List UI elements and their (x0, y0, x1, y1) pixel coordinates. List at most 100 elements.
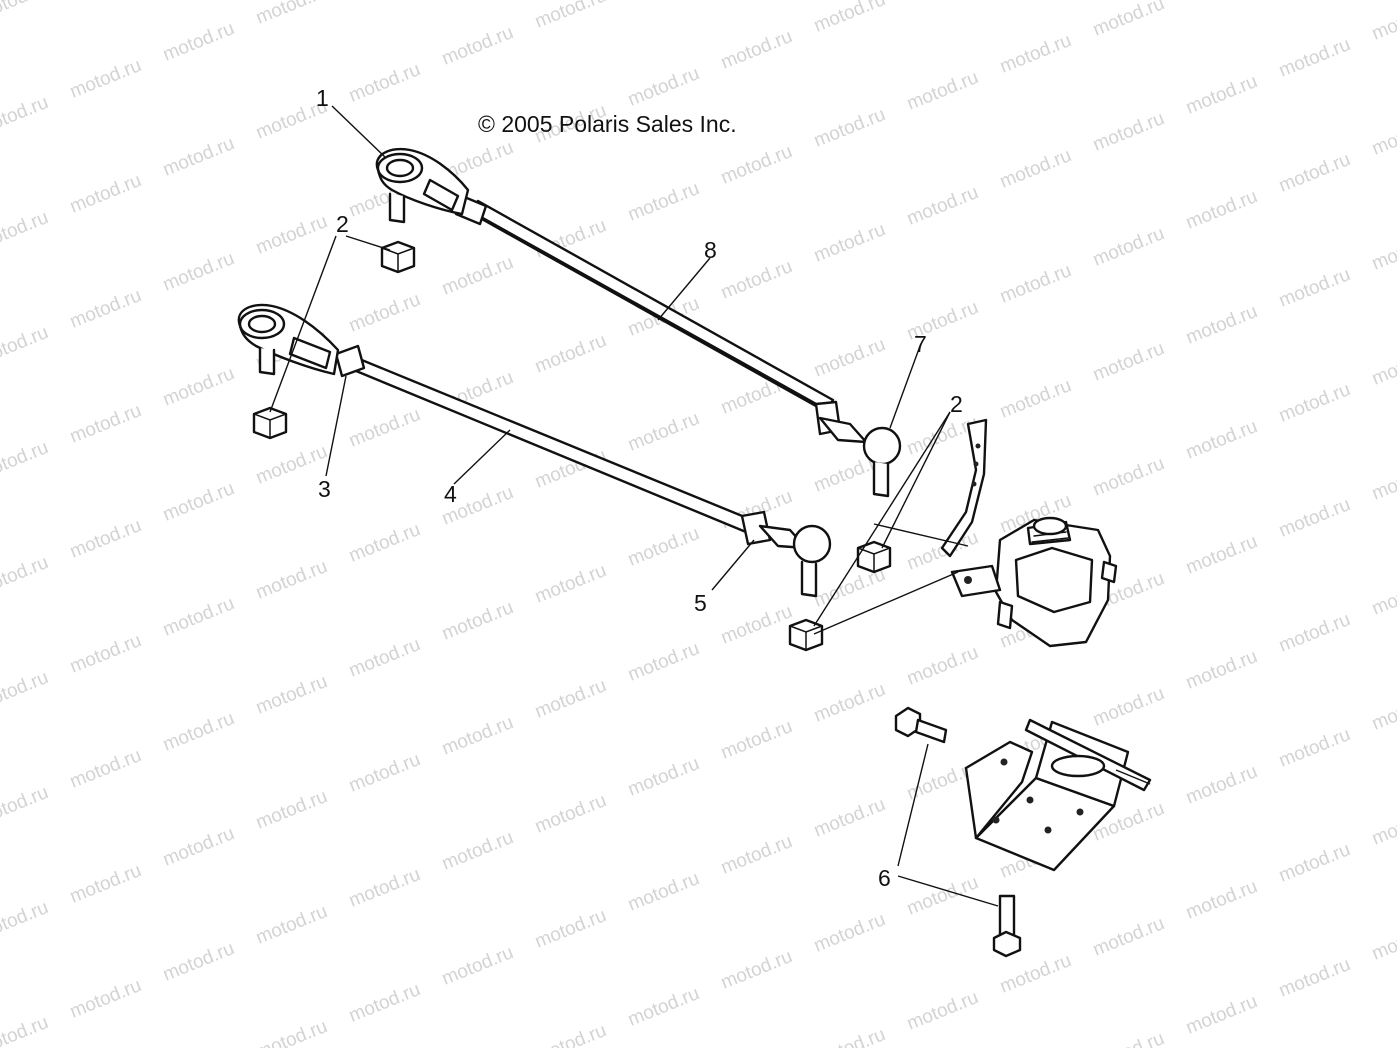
watermark-text: motod.ru (718, 946, 795, 994)
watermark-text: motod.ru (1183, 0, 1260, 4)
steering-box (940, 418, 1118, 648)
watermark-text: motod.ru (1183, 301, 1260, 349)
watermark-text: motod.ru (0, 437, 51, 485)
callout-8: 8 (704, 237, 717, 263)
watermark-text: motod.ru (346, 59, 423, 107)
callout-5: 5 (694, 590, 707, 616)
callout-3: 3 (318, 476, 331, 502)
watermark-text: motod.ru (439, 942, 516, 990)
watermark-text: motod.ru (1369, 572, 1397, 620)
watermark-text: motod.ru (532, 0, 609, 33)
watermark-text: motod.ru (0, 92, 51, 140)
watermark-text: motod.ru (67, 745, 144, 793)
watermark-text: motod.ru (904, 642, 981, 690)
watermark-text: motod.ru (625, 63, 702, 111)
nut-lower-left (252, 406, 288, 440)
watermark-text: motod.ru (346, 404, 423, 452)
watermark-text: motod.ru (904, 872, 981, 920)
watermark-text: motod.ru (1090, 453, 1167, 501)
watermark-text: motod.ru (67, 55, 144, 103)
watermark-text: motod.ru (253, 0, 330, 29)
watermark-text: motod.ru (253, 786, 330, 834)
watermark-text: motod.ru (67, 630, 144, 678)
watermark-text: motod.ru (0, 897, 51, 945)
watermark-text: motod.ru (1369, 227, 1397, 275)
watermark-text: motod.ru (811, 909, 888, 957)
watermark-text: motod.ru (1183, 761, 1260, 809)
watermark-text: motod.ru (625, 983, 702, 1031)
watermark-text: motod.ru (1090, 683, 1167, 731)
watermark-text: motod.ru (718, 141, 795, 189)
watermark-text: motod.ru (1183, 991, 1260, 1039)
watermark-text: motod.ru (160, 363, 237, 411)
watermark-text: motod.ru (1090, 223, 1167, 271)
callouts: 1 2 2 3 4 5 6 7 8 (316, 85, 963, 891)
watermark-text: motod.ru (1369, 457, 1397, 505)
watermark-text: motod.ru (1369, 802, 1397, 850)
watermark-text: motod.ru (0, 1012, 51, 1048)
watermark-text: motod.ru (1276, 724, 1353, 772)
watermark-text: motod.ru (811, 219, 888, 267)
watermark-text: motod.ru (1276, 34, 1353, 82)
watermark-text: motod.ru (997, 145, 1074, 193)
watermark-text: motod.ru (1090, 338, 1167, 386)
watermark-text: motod.ru (439, 22, 516, 70)
watermark-text: motod.ru (1276, 264, 1353, 312)
watermark-text: motod.ru (0, 207, 51, 255)
watermark-text: motod.ru (346, 864, 423, 912)
watermark-text: motod.ru (811, 679, 888, 727)
watermark-text: motod.ru (346, 749, 423, 797)
watermark-text: motod.ru (1276, 839, 1353, 887)
watermark-text: motod.ru (532, 560, 609, 608)
watermark-text: motod.ru (718, 256, 795, 304)
watermark-text: motod.ru (253, 1016, 330, 1048)
watermark-text: motod.ru (1090, 108, 1167, 156)
watermark-text: motod.ru (160, 18, 237, 66)
watermark-text: motod.ru (439, 597, 516, 645)
watermark-text: motod.ru (1183, 186, 1260, 234)
watermark-text: motod.ru (67, 285, 144, 333)
watermark-text: motod.ru (0, 322, 51, 370)
bolt-upper (894, 706, 948, 744)
watermark-text: motod.ru (346, 634, 423, 682)
watermark-text: motod.ru (1276, 379, 1353, 427)
watermark-text: motod.ru (1183, 416, 1260, 464)
watermark-text: motod.ru (718, 601, 795, 649)
watermark-text: motod.ru (439, 252, 516, 300)
watermark-text: motod.ru (625, 868, 702, 916)
lower-tie-rod (237, 303, 832, 598)
watermark-text: motod.ru (625, 408, 702, 456)
watermark-text: motod.ru (1090, 1028, 1167, 1048)
watermark-text: motod.ru (67, 515, 144, 563)
watermark-text: motod.ru (625, 753, 702, 801)
watermark-text: motod.ru (67, 400, 144, 448)
watermark-text: motod.ru (253, 211, 330, 259)
watermark-text: motod.ru (1369, 112, 1397, 160)
watermark-text: motod.ru (1090, 913, 1167, 961)
callout-1: 1 (316, 85, 329, 111)
watermark-text: motod.ru (160, 823, 237, 871)
watermark-text: motod.ru (67, 860, 144, 908)
watermark-text: motod.ru (0, 667, 51, 715)
mounting-bracket (964, 718, 1152, 872)
watermark-text: motod.ru (625, 178, 702, 226)
watermark-text: motod.ru (160, 938, 237, 986)
watermark-text: motod.ru (160, 133, 237, 181)
watermark-text: motod.ru (346, 519, 423, 567)
watermark-text: motod.ru (1183, 646, 1260, 694)
watermark-text: motod.ru (160, 248, 237, 296)
watermark-text: motod.ru (1090, 0, 1167, 41)
watermark-text: motod.ru (1369, 917, 1397, 965)
watermark-text: motod.ru (811, 334, 888, 382)
watermark-text: motod.ru (718, 26, 795, 74)
watermark-text: motod.ru (811, 104, 888, 152)
watermark-text: motod.ru (1369, 342, 1397, 390)
watermark-text: motod.ru (67, 170, 144, 218)
watermark-text: motod.ru (625, 638, 702, 686)
watermark-text: motod.ru (0, 782, 51, 830)
watermark-text: motod.ru (811, 0, 888, 37)
watermark-text: motod.ru (997, 950, 1074, 998)
watermark-text: motod.ru (346, 979, 423, 1027)
watermark-text: motod.ru (439, 712, 516, 760)
